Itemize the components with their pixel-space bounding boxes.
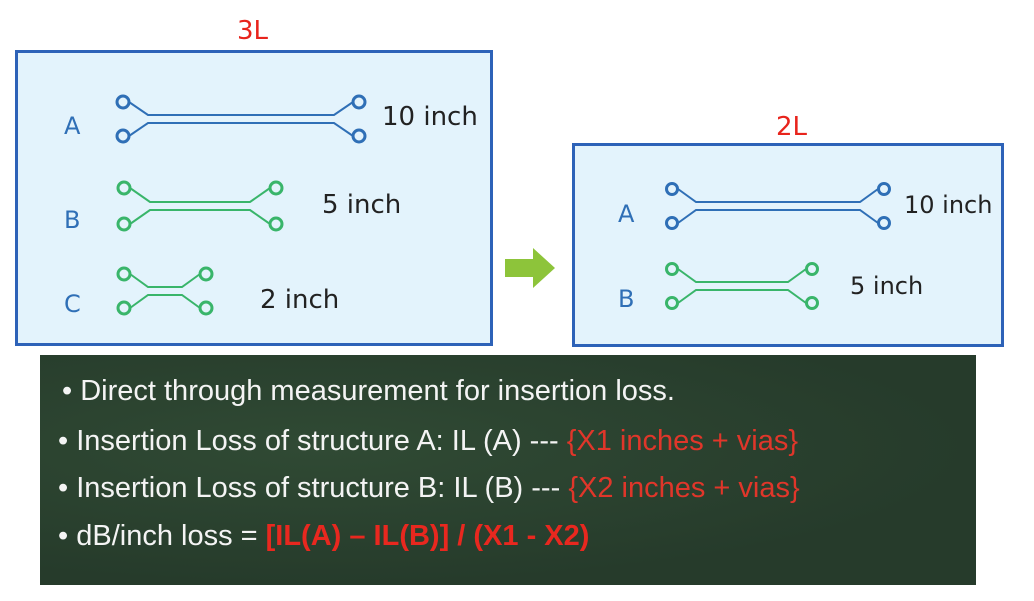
right-panel-title: 2L [776, 112, 808, 142]
note-line-4-red: [IL(A) – IL(B)] / (X1 - X2) [265, 520, 590, 552]
left-row-a-label: A [64, 112, 81, 140]
left-row-b-length: 5 inch [322, 190, 402, 220]
left-row-a-length: 10 inch [382, 102, 478, 132]
note-line-3: • Insertion Loss of structure B: IL (B) … [58, 472, 800, 504]
right-row-a-length: 10 inch [904, 191, 993, 219]
note-line-3-red: {X2 inches + vias} [568, 472, 800, 504]
note-line-1-text: Direct through measurement for insertion… [80, 375, 675, 407]
note-line-4: • dB/inch loss = [IL(A) – IL(B)] / (X1 -… [58, 520, 590, 552]
right-arrow-icon [505, 248, 555, 288]
right-row-b-length: 5 inch [850, 272, 924, 300]
note-line-1: • Direct through measurement for inserti… [62, 375, 675, 407]
left-trace-c [116, 266, 214, 316]
left-row-b-label: B [64, 206, 81, 234]
right-trace-b [665, 262, 819, 310]
note-line-2: • Insertion Loss of structure A: IL (A) … [58, 425, 799, 457]
left-row-c-length: 2 inch [260, 285, 340, 315]
note-line-3-text: Insertion Loss of structure B: IL (B) --… [76, 472, 569, 504]
left-trace-b [116, 180, 284, 232]
right-trace-a [665, 182, 891, 230]
notes-board: • Direct through measurement for inserti… [40, 355, 976, 585]
note-line-4-text: dB/inch loss = [76, 520, 266, 552]
left-row-c-label: C [64, 290, 81, 318]
left-panel-title: 3L [237, 16, 269, 46]
left-trace-a [115, 94, 367, 144]
note-line-2-text: Insertion Loss of structure A: IL (A) --… [76, 425, 567, 457]
note-line-2-red: {X1 inches + vias} [566, 425, 799, 457]
right-row-b-label: B [618, 285, 635, 313]
right-row-a-label: A [618, 200, 635, 228]
right-board [572, 143, 1004, 347]
